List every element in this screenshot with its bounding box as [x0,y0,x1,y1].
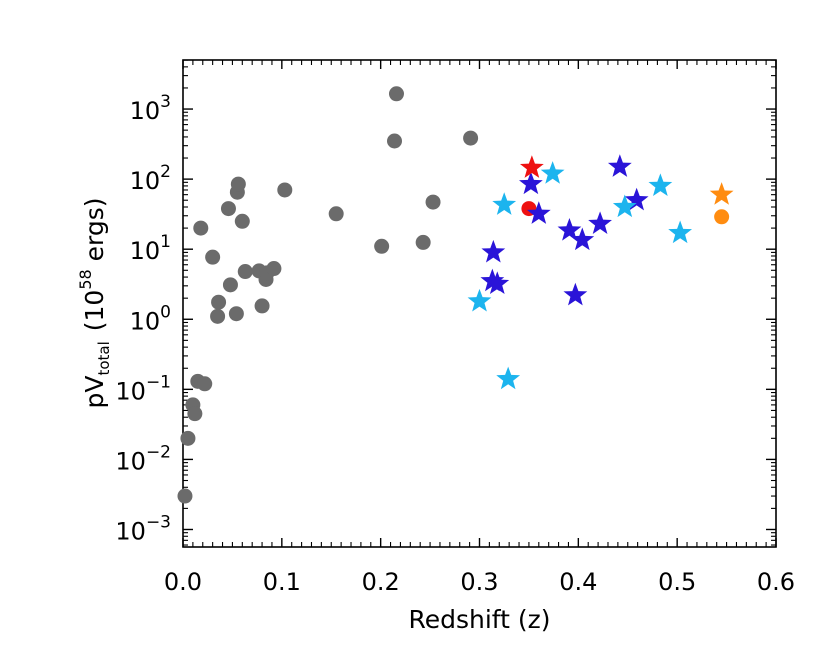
data-point-star [467,288,492,312]
data-point-circle [210,308,226,324]
data-point-circle [230,176,246,192]
data-point-circle [387,133,403,149]
data-point-star [588,211,612,234]
x-tick-label: 0.4 [559,568,597,596]
y-tick-label: 102 [130,162,171,195]
x-axis-label: Redshift (z) [408,605,550,634]
data-point-circle [425,194,441,210]
data-point-circle [374,238,390,254]
y-tick-label: 100 [130,302,171,335]
data-point-circle [197,376,213,392]
y-tick-label: 10−1 [115,372,171,405]
data-point-star [563,282,588,306]
x-tick-label: 0.5 [658,568,696,596]
data-point-circle [220,201,236,217]
data-point-star [570,227,595,251]
data-point-circle [222,277,238,293]
data-point-circle [714,209,730,225]
data-point-star [496,366,521,390]
data-point-star [485,271,510,294]
y-tick-label: 103 [130,92,171,125]
data-point-star [607,154,632,177]
data-point-circle [234,213,250,229]
data-point-circle [193,220,209,236]
data-point-star [624,187,649,211]
data-points [177,86,734,504]
data-point-star [709,182,734,205]
data-point-circle [463,130,479,146]
data-point-star [519,155,544,178]
data-point-circle [415,234,431,250]
data-point-circle [187,406,203,422]
data-point-circle [180,430,196,446]
data-point-star [540,161,565,184]
data-point-star [612,194,637,218]
data-point-circle [254,298,270,314]
y-tick-label: 10−2 [115,442,171,475]
data-point-star [526,201,551,224]
x-tick-label: 0.0 [164,568,202,596]
x-tick-label: 0.3 [460,568,498,596]
data-point-star [481,239,506,263]
x-tick-label: 0.6 [757,568,795,596]
axis-ticks: 0.0 0.1 0.2 0.3 0.4 0.5 0.6 10−3 10−2 10−1 100 101 1… [115,59,795,596]
data-point-circle [266,261,282,277]
data-point-star [557,217,582,241]
data-point-star [519,171,543,195]
data-point-circle [277,182,293,198]
y-axis-label-group: pVtotal(1058 ergs) [76,197,113,408]
y-tick-label: 10−3 [115,512,171,545]
x-tick-label: 0.1 [263,568,301,596]
data-point-circle [328,206,344,222]
y-axis-label: pVtotal(1058 ergs) [76,197,113,408]
data-point-circle [177,488,193,504]
data-point-circle [388,86,404,102]
data-point-star [648,173,673,197]
data-point-circle [237,264,253,280]
data-point-circle [211,294,227,310]
x-tick-label: 0.2 [362,568,400,596]
data-point-star [492,192,517,215]
y-tick-label: 101 [130,232,171,265]
data-point-circle [205,249,221,265]
data-point-star [668,220,693,244]
data-point-circle [228,306,244,322]
